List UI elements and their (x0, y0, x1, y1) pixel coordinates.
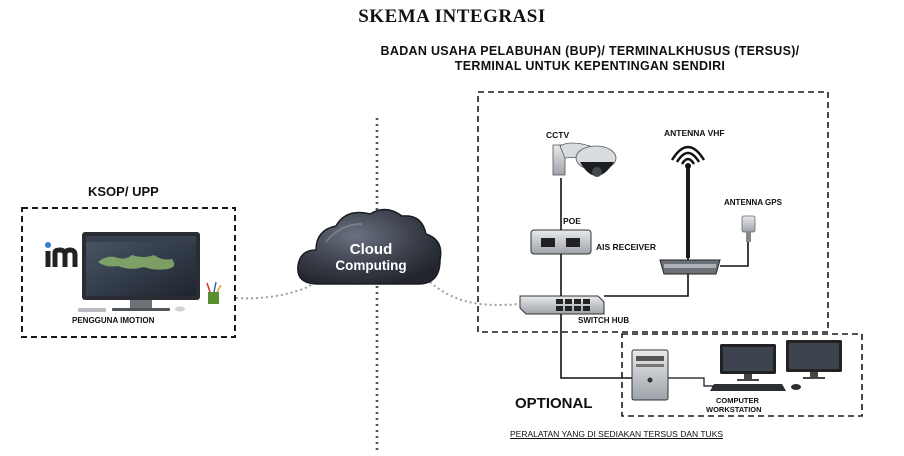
poe-label: POE (563, 216, 581, 226)
cloud-label-line1: Cloud (350, 241, 393, 258)
monitor-icon (78, 232, 222, 312)
bup-tersus-box (477, 91, 829, 333)
antenna-gps-label: ANTENNA GPS (724, 198, 782, 207)
workstation-label-line1: COMPUTER (716, 396, 759, 405)
workstation-label-line2: WORKSTATION (706, 405, 762, 414)
connector-cloud-to-switch (429, 281, 519, 306)
ais-receiver-icon (659, 259, 721, 275)
cloud-computing-icon (297, 208, 442, 285)
poe-injector-icon (530, 229, 592, 255)
dual-monitor-icon (720, 340, 842, 381)
diagram-title: SKEMA INTEGRASI (358, 6, 546, 27)
cable-network (560, 178, 749, 379)
keyboard-icon (710, 384, 801, 391)
antenna-vhf-label: ANTENNA VHF (664, 128, 725, 138)
vhf-antenna-icon (670, 145, 706, 258)
diagram-subtitle-line2: TERMINAL UNTUK KEPENTINGAN SENDIRI (454, 59, 726, 73)
ksop-upp-heading: KSOP/ UPP (88, 184, 159, 199)
ais-receiver-label: AIS RECEIVER (596, 242, 656, 252)
desktop-tower-icon (631, 349, 669, 401)
gps-antenna-icon (741, 215, 756, 242)
cctv-label: CCTV (546, 130, 570, 140)
optional-box (621, 333, 863, 417)
switch-hub-label: SWITCH HUB (578, 316, 630, 325)
diagram-subtitle-line1: BADAN USAHA PELABUHAN (BUP)/ TERMINALKHU… (380, 44, 800, 58)
cloud-label-line2: Computing (335, 258, 406, 273)
cctv-camera-icon (552, 142, 617, 177)
switch-hub-icon (519, 295, 605, 315)
footer-caption: PERALATAN YANG DI SEDIAKAN TERSUS DAN TU… (510, 429, 724, 439)
pengguna-imotion-caption: PENGGUNA IMOTION (72, 316, 155, 325)
optional-label: OPTIONAL (515, 395, 593, 412)
imotion-logo (45, 242, 78, 267)
